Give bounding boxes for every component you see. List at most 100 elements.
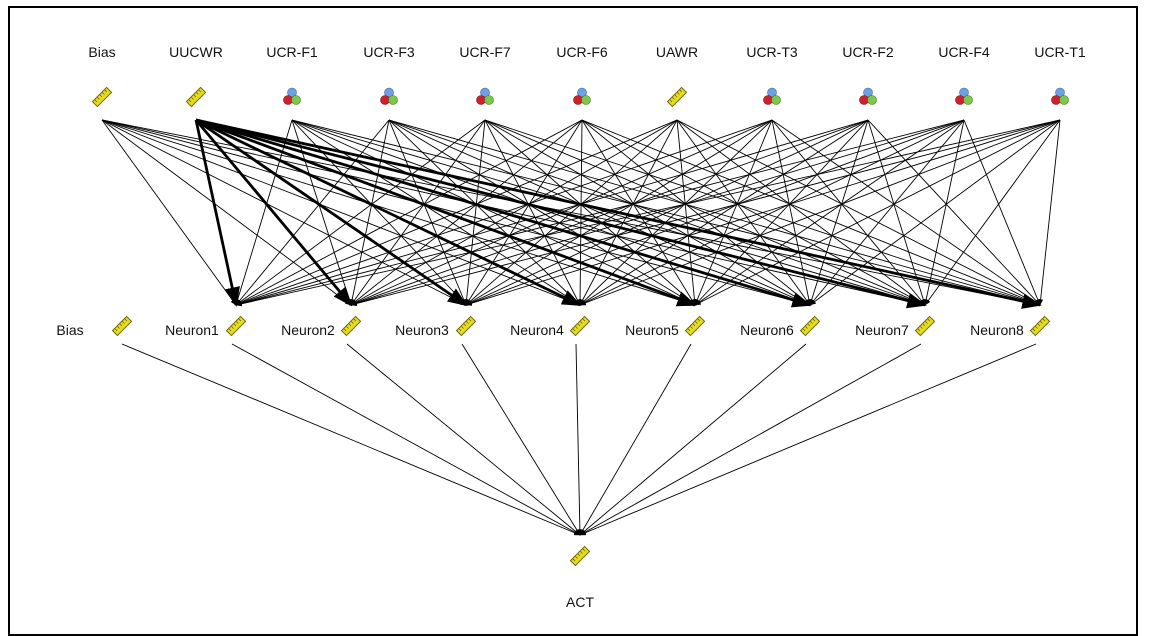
hidden-node-label-neuron8: Neuron8 [970, 322, 1024, 338]
hidden-node-label-neuron6: Neuron6 [740, 322, 794, 338]
nominal-icon [1051, 87, 1069, 105]
edge-ucr-f4-to-neuron6 [809, 119, 965, 306]
edge-uawr-to-neuron7 [676, 119, 926, 306]
nominal-icon [380, 87, 398, 105]
ruler-icon [225, 315, 247, 337]
edge-ucr-f2-to-neuron5 [694, 119, 869, 306]
input-node-label-uawr: UAWR [656, 44, 698, 60]
edge-ucr-t1-to-neuron3 [465, 119, 1061, 306]
edge-ucr-f6-to-neuron1 [235, 119, 583, 306]
edge-ucr-f6-to-neuron6 [581, 119, 811, 306]
nominal-icon [955, 87, 973, 105]
input-node-label-ucr-t1: UCR-T1 [1034, 44, 1086, 60]
edge-ucr-t3-to-neuron3 [465, 119, 773, 306]
edge-ucr-t1-to-neuron2 [350, 119, 1061, 307]
edge-ucr-t3-to-neuron1 [235, 119, 773, 306]
edge-uucwr-to-neuron4 [195, 118, 582, 307]
edge-ucr-f2-to-neuron6 [809, 119, 869, 306]
edge-ucr-f3-to-neuron1 [235, 119, 390, 306]
edge-uawr-to-neuron3 [465, 119, 678, 306]
ruler-icon [111, 315, 133, 337]
edge-neuron3-to-act [461, 343, 581, 536]
edge-uawr-to-neuron1 [235, 119, 678, 306]
edge-ucr-f2-to-neuron4 [579, 119, 869, 306]
edge-ucr-f6-to-neuron4 [577, 119, 583, 306]
nominal-icon [763, 87, 781, 105]
edge-ucr-f6-to-neuron5 [581, 119, 696, 306]
edge-bias-to-neuron5 [101, 119, 696, 306]
ruler-icon [914, 315, 936, 337]
edge-uawr-to-neuron8 [676, 119, 1041, 306]
output-node-label-act: ACT [566, 594, 594, 610]
edge-neuron1-to-act [231, 343, 581, 536]
edge-ucr-f4-to-neuron1 [235, 119, 965, 307]
edge-ucr-t3-to-neuron5 [694, 119, 773, 306]
ruler-icon [666, 86, 688, 108]
nominal-icon [573, 87, 591, 105]
nominal-icon [859, 87, 877, 105]
edge-ucr-f4-to-neuron7 [923, 119, 965, 306]
edge-ucr-f4-to-neuron5 [694, 119, 965, 306]
hidden-node-label-bias: Bias [56, 322, 83, 338]
edge-uawr-to-neuron6 [676, 119, 811, 306]
ruler-icon [569, 315, 591, 337]
edge-ucr-f1-to-neuron3 [291, 119, 467, 306]
edge-neuron8-to-act [579, 343, 1037, 536]
edge-uawr-to-neuron4 [579, 119, 678, 306]
hidden-node-label-neuron3: Neuron3 [395, 322, 449, 338]
edge-bias-to-neuron1 [101, 119, 237, 306]
input-node-label-ucr-f3: UCR-F3 [363, 44, 415, 60]
edge-ucr-f4-to-neuron3 [465, 119, 965, 306]
input-node-label-ucr-f4: UCR-F4 [938, 44, 990, 60]
edge-ucr-f2-to-neuron3 [465, 119, 869, 306]
hidden-node-label-neuron4: Neuron4 [510, 322, 564, 338]
edge-ucr-f7-to-neuron1 [235, 119, 486, 306]
edge-ucr-t3-to-neuron2 [350, 119, 773, 306]
edge-ucr-f6-to-neuron3 [465, 119, 583, 306]
nominal-icon [283, 87, 301, 105]
input-node-label-ucr-f2: UCR-F2 [842, 44, 894, 60]
edge-uawr-to-neuron5 [676, 119, 697, 306]
ruler-icon [799, 315, 821, 337]
edge-neuron7-to-act [579, 343, 922, 536]
edge-ucr-f2-to-neuron2 [350, 119, 869, 306]
edge-ucr-f1-to-neuron4 [291, 119, 581, 306]
ruler-icon [91, 86, 113, 108]
edge-ucr-f2-to-neuron7 [867, 119, 926, 306]
input-node-label-ucr-f7: UCR-F7 [459, 44, 511, 60]
hidden-node-label-neuron7: Neuron7 [855, 322, 909, 338]
edge-bias-to-neuron4 [101, 119, 581, 306]
ruler-icon [340, 315, 362, 337]
edge-ucr-f6-to-neuron2 [350, 119, 583, 306]
ruler-icon [1029, 315, 1051, 337]
edge-ucr-f7-to-neuron5 [484, 119, 696, 306]
ruler-icon [455, 315, 477, 337]
edge-ucr-t1-to-neuron8 [1038, 119, 1061, 306]
ruler-icon [684, 315, 706, 337]
input-node-label-ucr-f1: UCR-F1 [266, 44, 318, 60]
edge-ucr-f1-to-neuron5 [291, 119, 696, 306]
edge-neuron2-to-act [346, 343, 581, 536]
edge-neuron6-to-act [579, 343, 807, 536]
edge-bias-to-act [121, 343, 581, 536]
hidden-node-label-neuron5: Neuron5 [625, 322, 679, 338]
ruler-icon [569, 545, 591, 567]
edge-ucr-t3-to-neuron4 [579, 119, 773, 306]
edge-ucr-t3-to-neuron7 [771, 119, 926, 306]
input-node-label-bias: Bias [88, 44, 115, 60]
edge-ucr-f4-to-neuron4 [579, 119, 965, 306]
edge-ucr-t3-to-neuron6 [771, 119, 812, 306]
edge-ucr-f6-to-neuron7 [581, 119, 926, 306]
edge-ucr-f4-to-neuron8 [963, 119, 1041, 306]
edge-ucr-f1-to-neuron1 [235, 119, 293, 306]
edge-ucr-f4-to-neuron2 [350, 119, 965, 306]
edge-uawr-to-neuron2 [350, 119, 678, 306]
edge-ucr-f2-to-neuron1 [235, 119, 869, 306]
ruler-icon [185, 86, 207, 108]
input-node-label-ucr-f6: UCR-F6 [556, 44, 608, 60]
edge-uucwr-to-neuron1 [194, 119, 240, 307]
edge-neuron5-to-act [579, 343, 692, 536]
edge-ucr-f2-to-neuron8 [867, 119, 1041, 306]
